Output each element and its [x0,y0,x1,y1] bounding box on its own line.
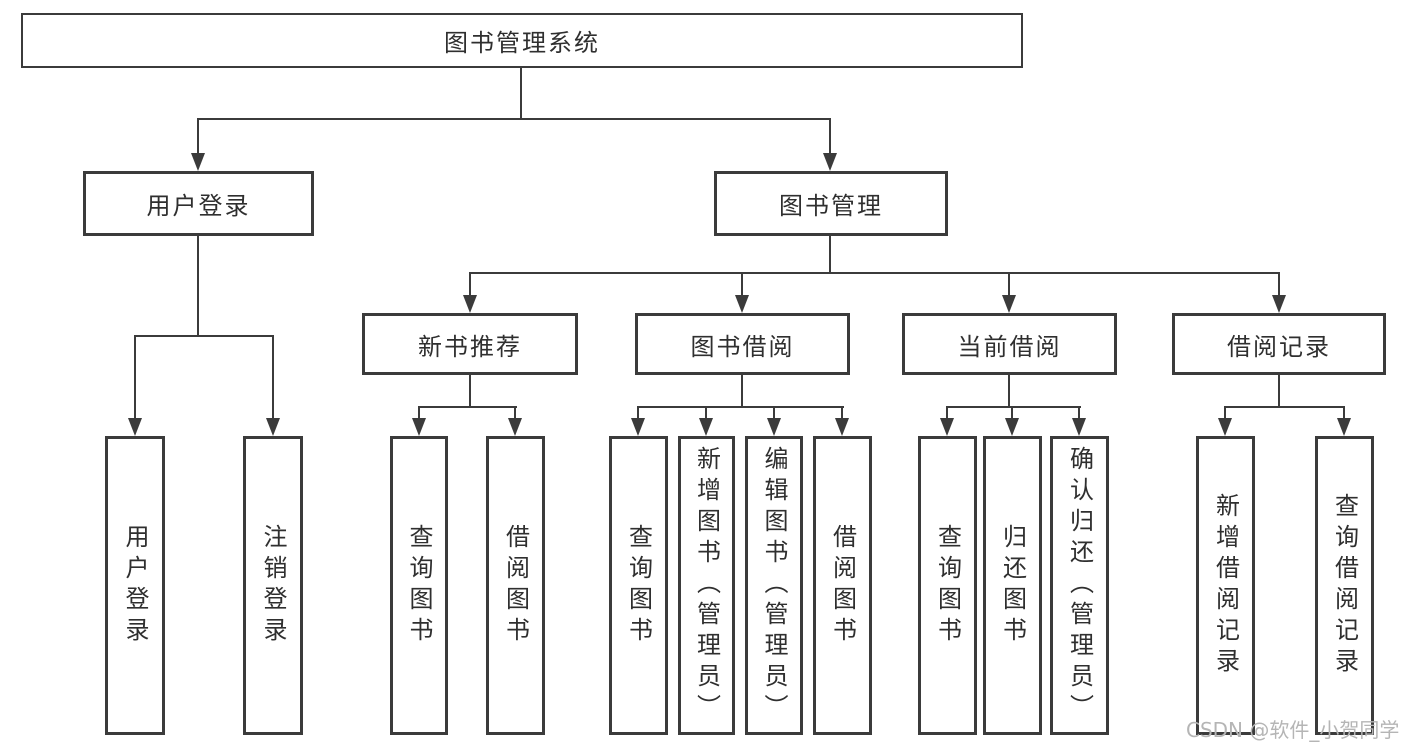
connector-line [1224,406,1226,420]
connector-line [829,118,831,155]
connector-line [469,375,471,408]
node-user-login: 用户登录 [83,171,314,236]
node-book-borrow: 图书借阅 [635,313,850,375]
node-current-borrow: 当前借阅 [902,313,1117,375]
arrowhead-down-icon [735,295,749,313]
node-book-management: 图书管理 [714,171,948,236]
arrowhead-down-icon [631,418,645,436]
connector-line [1278,272,1280,298]
leaf-borrow-books-recommend: 借阅图书 [486,436,545,735]
node-new-book-recommend: 新书推荐 [362,313,578,375]
connector-line [197,118,831,120]
connector-line [1008,375,1010,408]
connector-line [1343,406,1345,420]
arrowhead-down-icon [1272,295,1286,313]
leaf-query-books-recommend: 查询图书 [390,436,448,735]
leaf-user-login: 用户登录 [105,436,165,735]
node-borrow-records: 借阅记录 [1172,313,1386,375]
connector-line [469,272,1280,274]
leaf-edit-books-admin: 编辑图书（管理员） [745,436,803,735]
arrowhead-down-icon [767,418,781,436]
node-system-title: 图书管理系统 [21,13,1023,68]
arrowhead-down-icon [940,418,954,436]
connector-line [741,272,743,298]
connector-line [1078,406,1080,420]
connector-line [841,406,843,420]
connector-line [514,406,516,420]
leaf-query-books-current: 查询图书 [918,436,977,735]
connector-line [946,406,948,420]
connector-line [469,272,471,298]
arrowhead-down-icon [699,418,713,436]
connector-line [134,335,274,337]
connector-line [637,406,639,420]
arrowhead-down-icon [1072,418,1086,436]
connector-line [1011,406,1013,420]
connector-line [520,68,522,119]
connector-line [1224,406,1345,408]
arrowhead-down-icon [1337,418,1351,436]
leaf-add-books-admin: 新增图书（管理员） [678,436,735,735]
connector-line [197,236,199,337]
connector-line [197,118,199,155]
connector-line [773,406,775,420]
arrowhead-down-icon [823,153,837,171]
arrowhead-down-icon [266,418,280,436]
leaf-borrow-books: 借阅图书 [813,436,872,735]
connector-line [705,406,707,420]
leaf-query-books-borrow: 查询图书 [609,436,668,735]
connector-line [946,406,1081,408]
connector-line [1008,272,1010,298]
arrowhead-down-icon [1002,295,1016,313]
connector-line [1278,375,1280,408]
connector-line [134,335,136,419]
arrowhead-down-icon [835,418,849,436]
arrowhead-down-icon [1005,418,1019,436]
connector-line [418,406,517,408]
arrowhead-down-icon [191,153,205,171]
leaf-return-books: 归还图书 [983,436,1042,735]
connector-line [741,375,743,408]
connector-line [829,236,831,274]
arrowhead-down-icon [128,418,142,436]
watermark: CSDN @软件_小贺同学 [1186,718,1400,742]
arrowhead-down-icon [463,295,477,313]
arrowhead-down-icon [508,418,522,436]
connector-line [272,335,274,419]
leaf-confirm-return-admin: 确认归还（管理员） [1050,436,1109,735]
leaf-query-borrow-record: 查询借阅记录 [1315,436,1374,735]
arrowhead-down-icon [1218,418,1232,436]
connector-line [418,406,420,420]
leaf-logout: 注销登录 [243,436,303,735]
leaf-add-borrow-record: 新增借阅记录 [1196,436,1255,735]
connector-line [637,406,844,408]
arrowhead-down-icon [412,418,426,436]
